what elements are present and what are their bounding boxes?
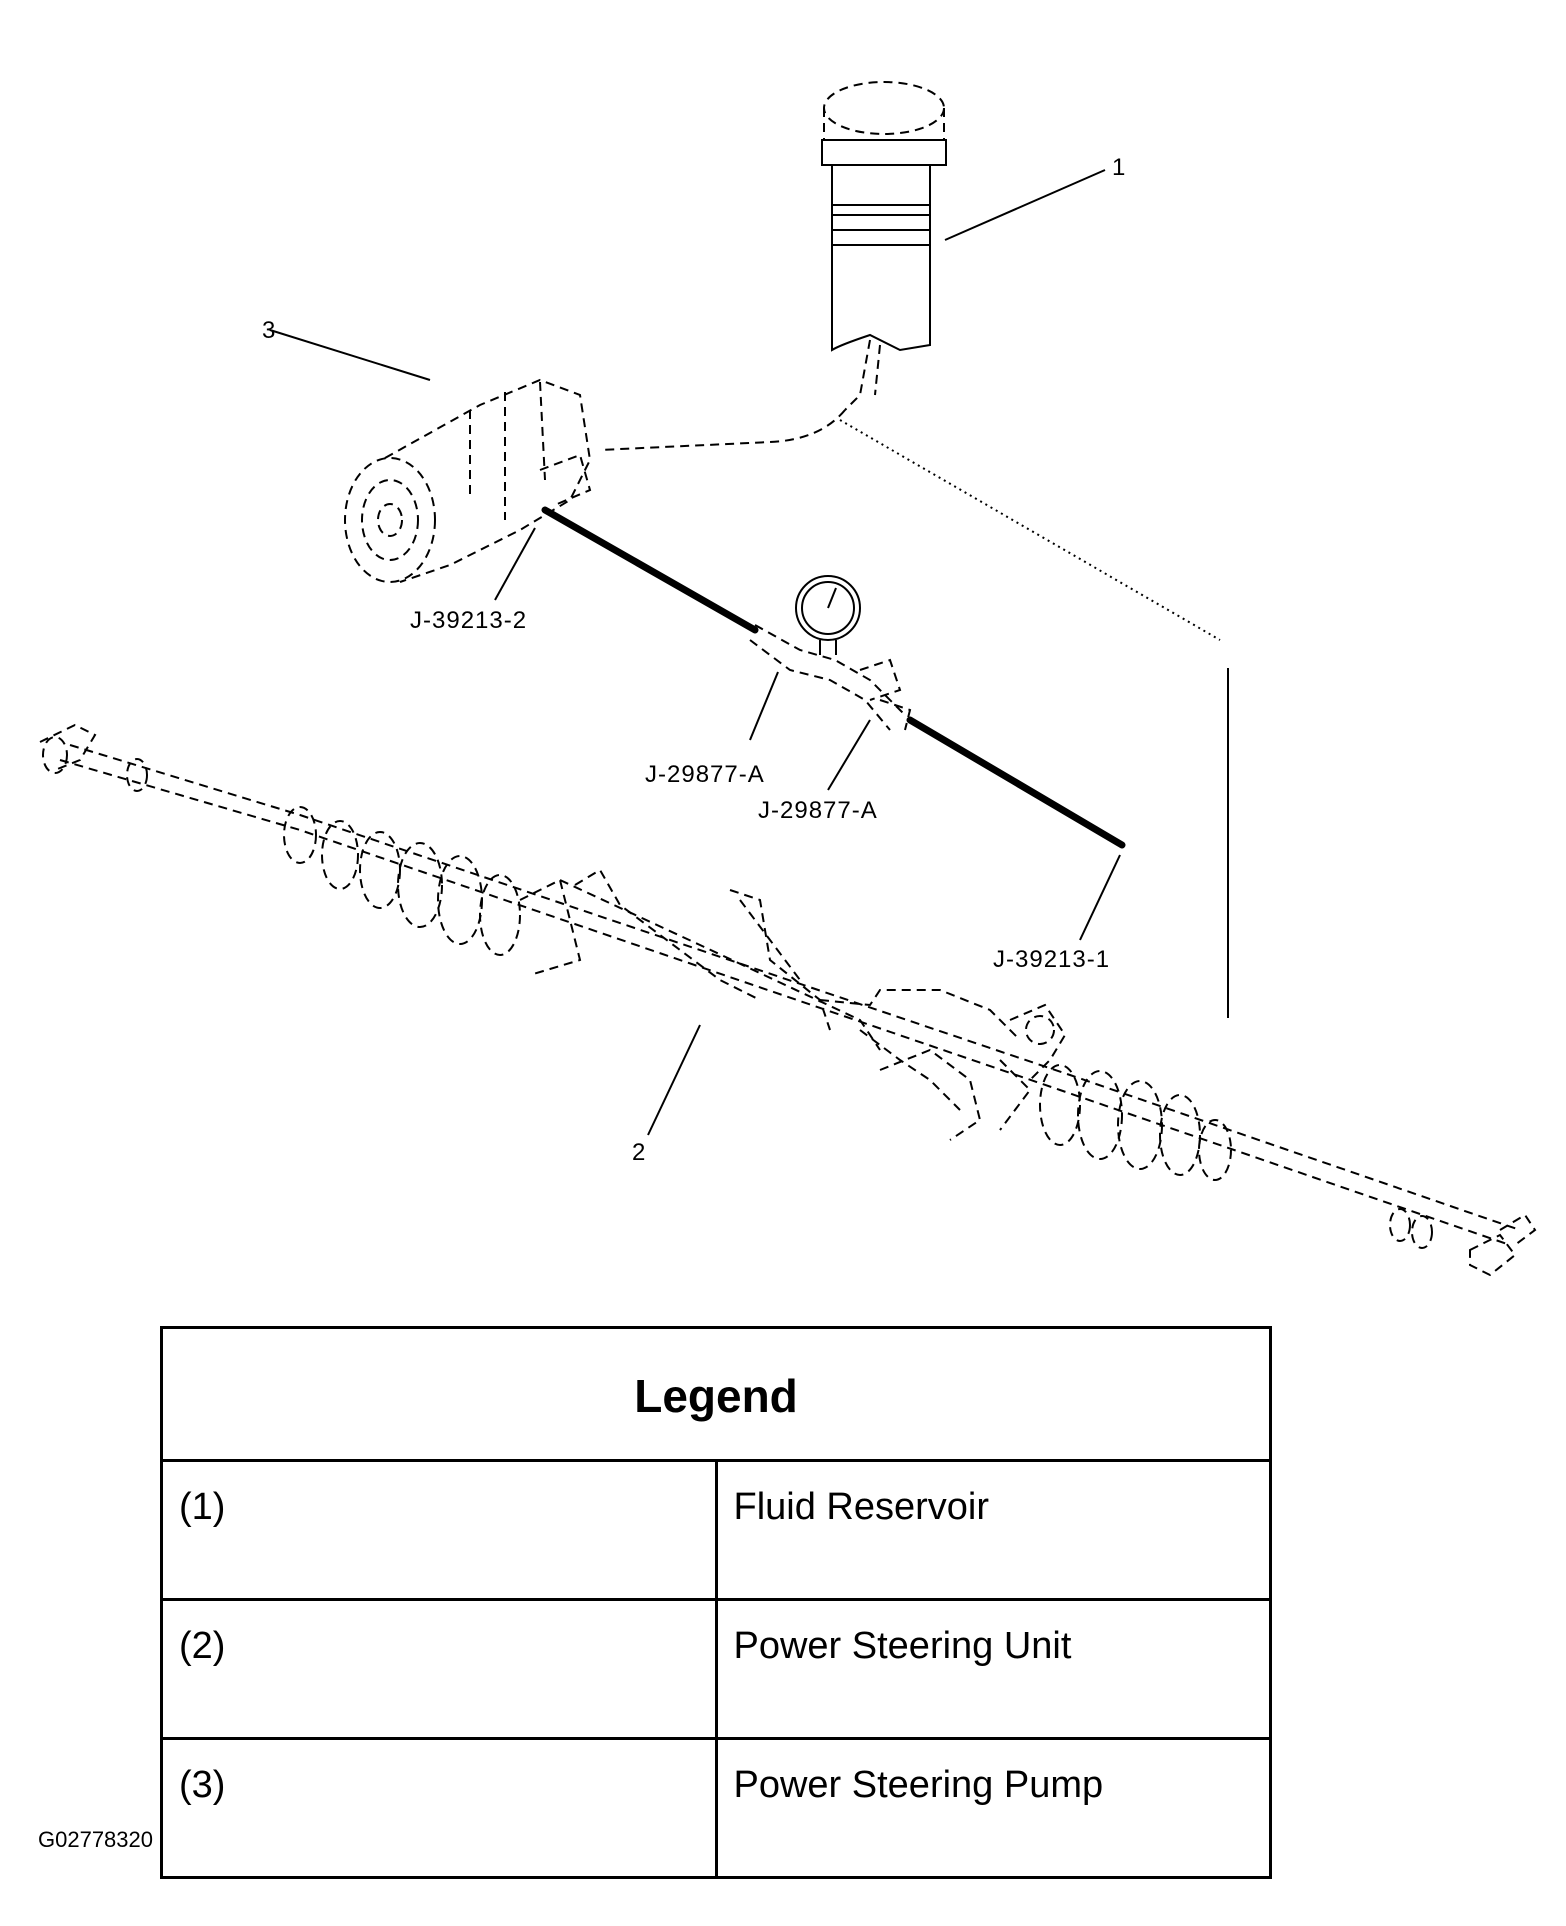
legend-table: Legend (1) Fluid Reservoir (2) Power Ste…: [160, 1326, 1272, 1879]
legend-key: (1): [160, 1459, 718, 1601]
tool-label-pump-adapter: J-39213-2: [410, 607, 527, 634]
legend-value: Power Steering Unit: [714, 1598, 1272, 1740]
power-steering-pump: [269, 329, 592, 583]
callout-3: 3: [262, 317, 275, 344]
pressure-hose-pump: [541, 506, 759, 634]
fluid-reservoir: [599, 81, 947, 451]
power-steering-diagram: 1 3 2 J-39213-2 J-29877-A J-29877-A J-39…: [39, 81, 1537, 1277]
legend-row: (2) Power Steering Unit: [160, 1598, 1272, 1740]
tool-label-gauge-valve-a: J-29877-A: [645, 761, 765, 788]
tool-label-gauge-valve-b: J-29877-A: [758, 797, 878, 824]
legend-title: Legend: [160, 1326, 1272, 1462]
pressure-gauge-assembly: [749, 575, 912, 791]
tool-label-gear-adapter: J-39213-1: [993, 946, 1110, 973]
legend-row: (3) Power Steering Pump: [160, 1737, 1272, 1879]
power-steering-gear: [39, 723, 1537, 1277]
figure-id: G02778320: [38, 1827, 153, 1852]
callout-1: 1: [1112, 154, 1125, 181]
legend-key: (3): [160, 1737, 718, 1879]
legend-value: Power Steering Pump: [714, 1737, 1272, 1879]
legend-key: (2): [160, 1598, 718, 1740]
callout-2: 2: [632, 1139, 645, 1166]
pressure-hose-gear: [906, 716, 1126, 849]
legend-row: (1) Fluid Reservoir: [160, 1459, 1272, 1601]
legend-value: Fluid Reservoir: [714, 1459, 1272, 1601]
